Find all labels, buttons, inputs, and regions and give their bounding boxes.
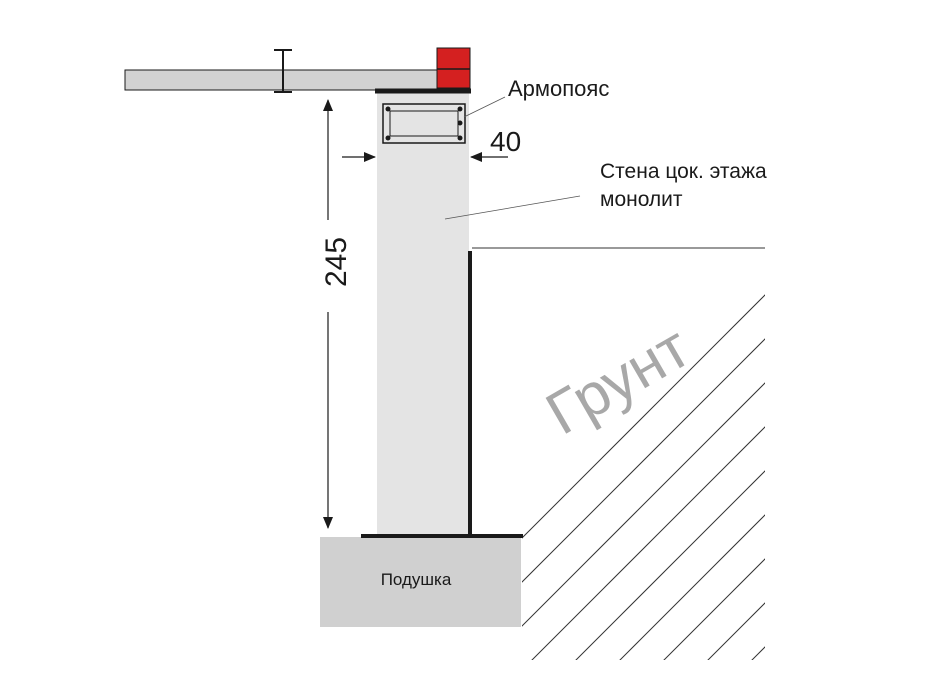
reinforced-belt xyxy=(382,103,466,144)
thickness-value: 40 xyxy=(490,126,521,157)
hatch-line xyxy=(864,220,933,674)
hatch-line xyxy=(511,248,765,660)
basement-wall xyxy=(377,92,469,536)
footing xyxy=(320,537,521,627)
armopoyas-label: Армопояс xyxy=(508,76,609,101)
hatch-line xyxy=(555,248,765,660)
hatch-line xyxy=(908,220,933,674)
hatch-line xyxy=(776,220,933,674)
hatch-line xyxy=(472,248,765,660)
wall-caption-leader xyxy=(444,195,581,220)
wall-caption-line1: Стена цок. этажа xyxy=(600,160,767,183)
height-value: 245 xyxy=(320,237,353,287)
wall-caption-line2: монолит xyxy=(600,188,683,211)
footing-label: Подушка xyxy=(381,570,452,589)
soil-label: Грунт xyxy=(535,313,701,447)
floor-slab xyxy=(124,69,438,91)
armopoyas-leader xyxy=(463,96,506,118)
i-beam-icon xyxy=(274,49,292,93)
hatch-line xyxy=(820,220,933,674)
red-brick xyxy=(436,47,471,89)
hatch-line xyxy=(687,248,765,660)
hatch-line xyxy=(643,248,765,660)
hatch-line xyxy=(599,248,765,660)
hatch-line xyxy=(472,248,765,660)
